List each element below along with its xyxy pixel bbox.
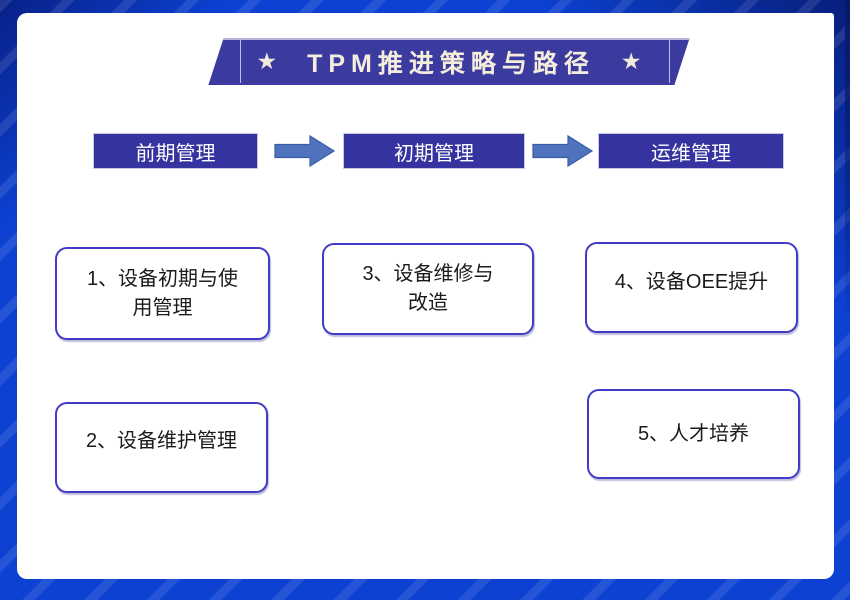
- flow-header-label: 前期管理: [135, 142, 216, 165]
- title-banner-content: ★ TPM推进策略与路径 ★: [216, 38, 682, 85]
- task-box-text: 5、人才培养: [637, 422, 750, 445]
- task-box-text: 4、设备OEE提升: [614, 271, 769, 293]
- task-box-text: 3、设备维修与: [362, 263, 494, 285]
- task-box-text: 改造: [408, 292, 448, 314]
- task-box-1: 1、设备初期与使 用管理: [55, 247, 270, 340]
- flow-header-label: 运维管理: [651, 142, 731, 165]
- flow-header-initial-stage: 初期管理: [343, 133, 525, 169]
- flow-header-operations-stage: 运维管理: [598, 133, 784, 169]
- task-box-3: 3、设备维修与 改造: [322, 243, 534, 335]
- title-banner: ★ TPM推进策略与路径 ★: [208, 38, 690, 85]
- task-box-text: 用管理: [132, 296, 193, 319]
- banner-divider-left: [240, 40, 241, 83]
- arrow-right-icon: [532, 133, 594, 169]
- banner-divider-right: [669, 40, 670, 83]
- task-box-4: 4、设备OEE提升: [585, 242, 798, 333]
- task-box-text: 1、设备初期与使: [86, 267, 239, 290]
- flow-header-early-stage: 前期管理: [93, 133, 258, 169]
- frame-right-accent: [845, 0, 850, 330]
- star-right-icon: ★: [620, 48, 642, 74]
- task-box-2: 2、设备维护管理: [55, 402, 268, 493]
- task-box-text: 2、设备维护管理: [85, 430, 238, 452]
- flow-header-label: 初期管理: [394, 142, 474, 165]
- page-title: TPM推进策略与路径: [307, 49, 595, 78]
- star-left-icon: ★: [256, 48, 278, 74]
- arrow-right-icon: [274, 133, 336, 169]
- task-box-5: 5、人才培养: [587, 389, 800, 479]
